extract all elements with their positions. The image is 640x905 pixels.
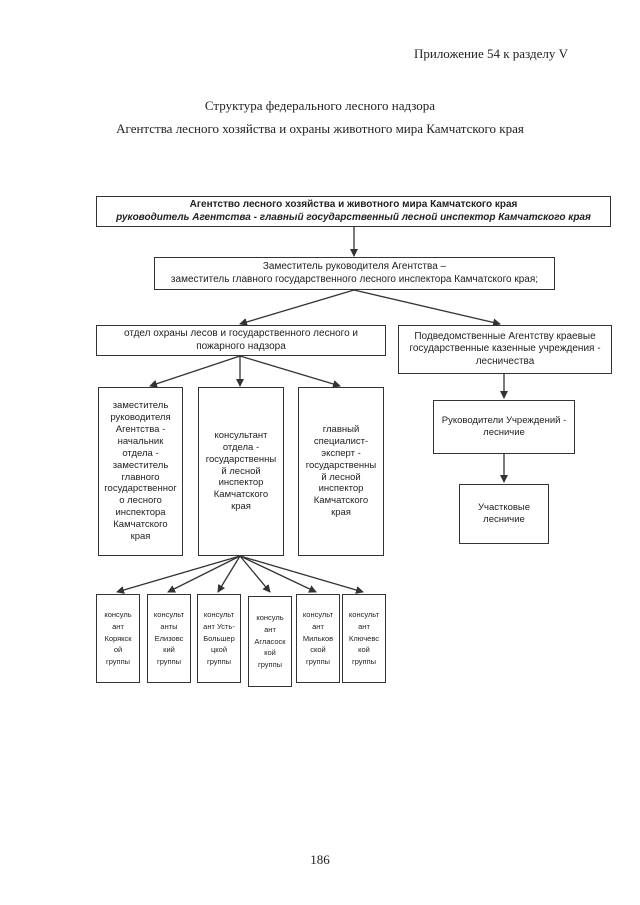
group-box-aglasosk: консуль ант Агласоск кой группы bbox=[248, 596, 292, 687]
agency-head: руководитель Агентства - главный государ… bbox=[116, 211, 591, 223]
chief-specialist-box: главный специалист- эксперт - государств… bbox=[298, 387, 384, 556]
group-line: Елизовс bbox=[154, 633, 184, 643]
consultant-line: Камчатского bbox=[213, 489, 269, 501]
group-line: Мильков bbox=[302, 633, 334, 643]
group-line: Ключевс bbox=[349, 633, 379, 643]
group-line: ант bbox=[312, 622, 324, 632]
group-line: группы bbox=[351, 656, 377, 666]
group-line: консуль bbox=[256, 613, 284, 623]
consultant-line: отдела - bbox=[222, 441, 260, 453]
chief-specialist-line: инспектор bbox=[318, 483, 364, 495]
group-line: группы bbox=[156, 656, 182, 666]
group-line: ант bbox=[358, 622, 370, 632]
group-line: анты bbox=[160, 622, 178, 632]
dept-head-line: заместитель bbox=[112, 400, 169, 412]
group-box-elizovo: консульт анты Елизовс кий группы bbox=[147, 594, 191, 683]
chief-specialist-line: эксперт - bbox=[321, 447, 361, 459]
group-line: ской bbox=[310, 645, 326, 655]
group-box-milkovo: консульт ант Мильков ской группы bbox=[296, 594, 340, 683]
chief-specialist-line: специалист- bbox=[313, 435, 369, 447]
group-line: ант bbox=[264, 625, 276, 635]
consultant-line: государственны bbox=[205, 453, 277, 465]
group-line: группы bbox=[257, 659, 283, 669]
group-line: консульт bbox=[348, 610, 380, 620]
department-line2: пожарного надзора bbox=[196, 340, 286, 352]
group-line: Большер bbox=[203, 633, 235, 643]
group-box-koryak: консуль ант Корякск ой группы bbox=[96, 594, 140, 683]
group-line: Агласоск bbox=[254, 636, 286, 646]
group-line: ант bbox=[112, 622, 124, 632]
institutions-line1: Подведомственные Агентству краевые bbox=[414, 330, 596, 342]
dept-head-line: Агентства - bbox=[115, 424, 166, 435]
district-foresters-line2: лесничие bbox=[483, 514, 525, 525]
dept-head-line: Камчатского bbox=[113, 519, 168, 530]
institutions-line3: лесничества bbox=[475, 355, 535, 367]
dept-head-line: государственног bbox=[104, 483, 177, 495]
dept-head-line: инспектора bbox=[115, 507, 166, 519]
consultant-line: консультант bbox=[214, 429, 268, 441]
forestry-heads-box: Руководители Учреждений - лесничие bbox=[433, 400, 575, 454]
page-title: Структура федерального лесного надзора bbox=[204, 98, 436, 113]
group-line: кий bbox=[163, 645, 175, 655]
group-line: консульт bbox=[302, 610, 334, 620]
group-line: консульт bbox=[203, 610, 235, 620]
group-box-ust-bolsheretsk: консульт ант Усть- Большер цкой группы bbox=[197, 594, 241, 683]
consultant-line: края bbox=[231, 501, 251, 513]
group-line: группы bbox=[105, 656, 131, 666]
agency-box: Агентство лесного хозяйства и животного … bbox=[96, 196, 611, 227]
consultant-box: консультант отдела - государственны й ле… bbox=[198, 387, 284, 556]
dept-head-line: заместитель bbox=[112, 459, 169, 471]
deputy-box: Заместитель руководителя Агентства – зам… bbox=[154, 257, 555, 290]
group-line: консуль bbox=[104, 610, 132, 620]
chief-specialist-line: государственны bbox=[305, 459, 377, 471]
forestry-heads-line2: лесничие bbox=[483, 427, 525, 438]
group-line: цкой bbox=[210, 645, 228, 655]
group-line: консульт bbox=[153, 610, 185, 620]
group-line: кой bbox=[264, 648, 276, 658]
dept-head-line: главного bbox=[121, 471, 160, 483]
group-line: Корякск bbox=[104, 633, 132, 643]
institutions-line2: государственные казенные учреждения - bbox=[409, 343, 601, 355]
consultant-line: инспектор bbox=[218, 477, 264, 489]
deputy-line2: заместитель главного государственного ле… bbox=[170, 273, 539, 285]
group-line: группы bbox=[206, 656, 232, 666]
group-box-klyuchi: консульт ант Ключевс кой группы bbox=[342, 594, 386, 683]
district-foresters-box: Участковые лесничие bbox=[459, 484, 549, 544]
chief-specialist-line: главный bbox=[322, 424, 360, 435]
chief-specialist-line: Камчатского bbox=[313, 495, 369, 507]
forestry-heads-line1: Руководители Учреждений - bbox=[441, 415, 567, 427]
dept-head-line: начальник bbox=[117, 435, 164, 447]
group-line: кой bbox=[358, 645, 370, 655]
chief-specialist-line: края bbox=[331, 507, 351, 519]
department-box: отдел охраны лесов и государственного ле… bbox=[96, 325, 386, 356]
group-line: ант Усть- bbox=[203, 622, 235, 632]
chief-specialist-line: й лесной bbox=[321, 471, 361, 483]
dept-head-line: края bbox=[130, 530, 151, 542]
district-foresters-line1: Участковые bbox=[477, 502, 531, 514]
agency-name: Агентство лесного хозяйства и животного … bbox=[189, 199, 518, 210]
page-subtitle: Агентства лесного хозяйства и охраны жив… bbox=[116, 121, 524, 136]
appendix-label: Приложение 54 к разделу V bbox=[413, 46, 568, 61]
department-line1: отдел охраны лесов и государственного ле… bbox=[123, 328, 359, 339]
institutions-box: Подведомственные Агентству краевые госуд… bbox=[398, 325, 612, 374]
deputy-line1: Заместитель руководителя Агентства – bbox=[262, 261, 447, 272]
group-line: ой bbox=[113, 645, 123, 655]
page-number: 186 bbox=[310, 852, 330, 867]
consultant-line: й лесной bbox=[221, 465, 261, 477]
dept-head-box: заместитель руководителя Агентства - нач… bbox=[98, 387, 183, 556]
group-line: группы bbox=[305, 656, 331, 666]
dept-head-line: руководителя bbox=[110, 412, 171, 424]
dept-head-line: о лесного bbox=[119, 495, 162, 507]
dept-head-line: отдела - bbox=[122, 447, 159, 459]
